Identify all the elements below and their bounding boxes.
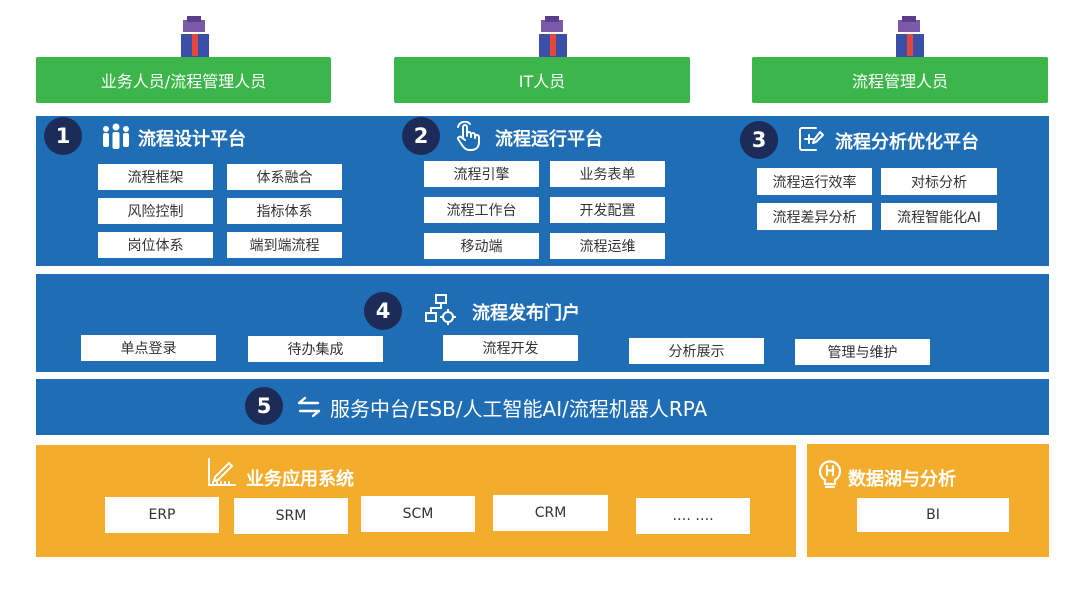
portal-item-sso: 单点登录 <box>81 335 216 361</box>
design-item-risk-control: 风险控制 <box>98 198 213 224</box>
app-item-srm: SRM <box>234 498 348 534</box>
role-process-manager: 流程管理人员 <box>752 57 1048 103</box>
design-item-position-system: 岗位体系 <box>98 232 213 258</box>
edit-plus-icon <box>799 127 824 151</box>
middleware-band <box>36 379 1049 435</box>
app-item-more: …. …. <box>636 498 750 534</box>
data-lake-title: 数据湖与分析 <box>848 469 956 490</box>
step-number-4: 4 <box>364 292 402 330</box>
platform-design-title: 流程设计平台 <box>138 129 246 150</box>
ruler-pen-icon <box>208 458 236 486</box>
design-item-framework: 流程框架 <box>98 164 213 190</box>
flowchart-gear-icon <box>425 294 456 325</box>
data-lake-item-bi: BI <box>857 498 1009 532</box>
analysis-item-efficiency: 流程运行效率 <box>757 168 872 195</box>
runtime-item-mobile: 移动端 <box>424 233 539 259</box>
design-item-indicator-system: 指标体系 <box>227 198 342 224</box>
lightbulb-h-icon <box>818 460 842 488</box>
portal-item-display: 分析展示 <box>629 338 764 364</box>
runtime-item-ops: 流程运维 <box>550 233 665 259</box>
analysis-item-benchmark: 对标分析 <box>881 168 997 195</box>
runtime-item-dev-config: 开发配置 <box>550 197 665 223</box>
role-it-staff: IT人员 <box>394 57 690 103</box>
step-number-1: 1 <box>44 117 82 155</box>
step-number-2: 2 <box>402 117 440 155</box>
platform-runtime-title: 流程运行平台 <box>495 129 603 150</box>
step-number-3: 3 <box>740 121 778 159</box>
analysis-item-ai: 流程智能化AI <box>881 203 997 230</box>
exchange-arrows-icon <box>297 396 321 418</box>
role-business-process-manager: 业务人员/流程管理人员 <box>36 57 331 103</box>
design-item-system-fusion: 体系融合 <box>227 164 342 190</box>
runtime-item-engine: 流程引擎 <box>424 161 539 187</box>
app-item-crm: CRM <box>493 495 608 531</box>
runtime-item-workbench: 流程工作台 <box>424 197 539 223</box>
app-item-scm: SCM <box>361 496 475 532</box>
analysis-item-variance: 流程差异分析 <box>757 203 872 230</box>
hand-pointer-icon <box>457 121 480 151</box>
people-icon <box>103 123 129 149</box>
business-apps-title: 业务应用系统 <box>246 469 354 490</box>
app-item-erp: ERP <box>105 497 219 533</box>
portal-item-dev: 流程开发 <box>443 335 578 361</box>
platform-analysis-title: 流程分析优化平台 <box>835 132 979 153</box>
step-number-5: 5 <box>245 387 283 425</box>
design-item-end-to-end: 端到端流程 <box>227 232 342 258</box>
runtime-item-business-form: 业务表单 <box>550 161 665 187</box>
portal-title: 流程发布门户 <box>472 303 580 324</box>
portal-item-todo: 待办集成 <box>248 336 383 362</box>
middleware-text: 服务中台/ESB/人工智能AI/流程机器人RPA <box>330 397 708 421</box>
portal-item-maintenance: 管理与维护 <box>795 339 930 365</box>
